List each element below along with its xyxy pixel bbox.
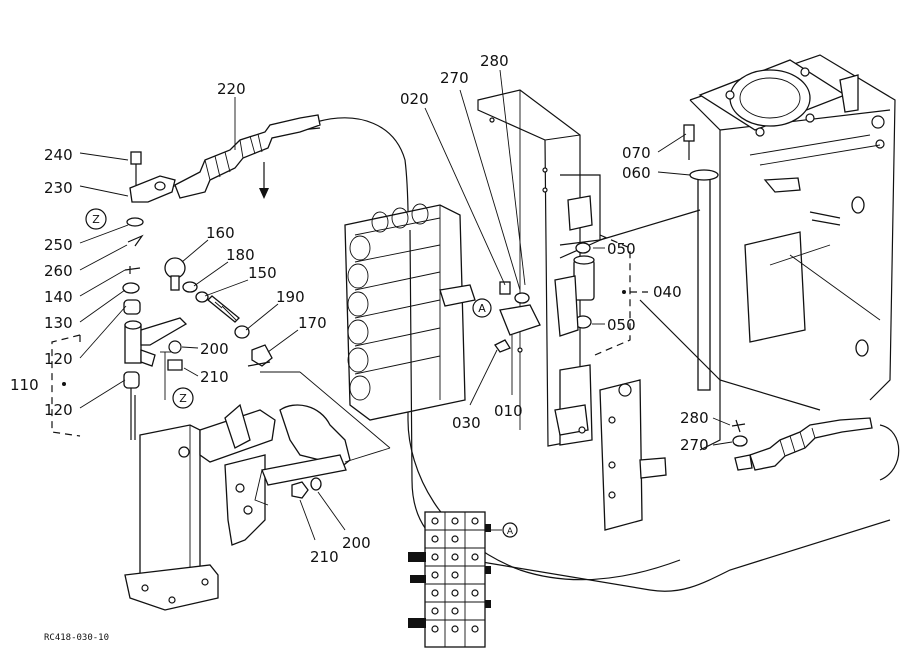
- detail-marker-z1: Z: [85, 208, 107, 230]
- callout-220: 220: [217, 80, 246, 98]
- detail-marker-a2: A: [502, 522, 518, 538]
- callout-040: 040: [653, 283, 682, 301]
- callout-180: 180: [226, 246, 255, 264]
- linkage-rod: [164, 257, 273, 371]
- detail-marker-a1-text: A: [478, 302, 486, 315]
- callout-050-lower: 050: [607, 316, 636, 334]
- callout-200-lower: 200: [342, 534, 371, 552]
- callout-020: 020: [400, 90, 429, 108]
- detail-marker-z2: Z: [172, 387, 194, 409]
- drawing-code: RC418-030-10: [44, 633, 109, 643]
- callout-060: 060: [622, 164, 651, 182]
- detail-marker-a1: A: [472, 298, 492, 318]
- callout-050-upper: 050: [607, 240, 636, 258]
- detail-marker-z1-text: Z: [92, 213, 100, 226]
- callout-210-upper: 210: [200, 368, 229, 386]
- part-callouts: 220 240 230 250 260 140 130 120 110 120 …: [10, 52, 709, 643]
- callout-070: 070: [622, 144, 651, 162]
- callout-210-lower: 210: [310, 548, 339, 566]
- callout-130: 130: [44, 314, 73, 332]
- callout-270-upper: 270: [440, 69, 469, 87]
- lever-assembly: [51, 151, 188, 440]
- callout-150: 150: [248, 264, 277, 282]
- control-cable-right: [731, 417, 900, 481]
- callout-230: 230: [44, 179, 73, 197]
- lever-stand: [124, 371, 391, 611]
- spool-link-mechanism: [494, 234, 667, 531]
- detail-marker-z2-text: Z: [179, 392, 187, 405]
- callout-280-upper: 280: [480, 52, 509, 70]
- callout-010: 010: [494, 402, 523, 420]
- callout-240: 240: [44, 146, 73, 164]
- callout-140: 140: [44, 288, 73, 306]
- callout-160: 160: [206, 224, 235, 242]
- callout-120-lower: 120: [44, 401, 73, 419]
- callout-110: 110: [10, 376, 39, 394]
- callout-170: 170: [298, 314, 327, 332]
- callout-260: 260: [44, 262, 73, 280]
- callout-190: 190: [276, 288, 305, 306]
- main-frame: [409, 54, 896, 592]
- control-valve: [344, 203, 476, 421]
- detail-marker-a2-text: A: [507, 527, 514, 537]
- callout-120-upper: 120: [44, 350, 73, 368]
- callout-250: 250: [44, 236, 73, 254]
- callout-270-lower: 270: [680, 436, 709, 454]
- callout-200-upper: 200: [200, 340, 229, 358]
- callout-030: 030: [452, 414, 481, 432]
- valve-detail-view: [408, 511, 502, 648]
- leader-lines: [79, 69, 733, 541]
- callout-280-lower: 280: [680, 409, 709, 427]
